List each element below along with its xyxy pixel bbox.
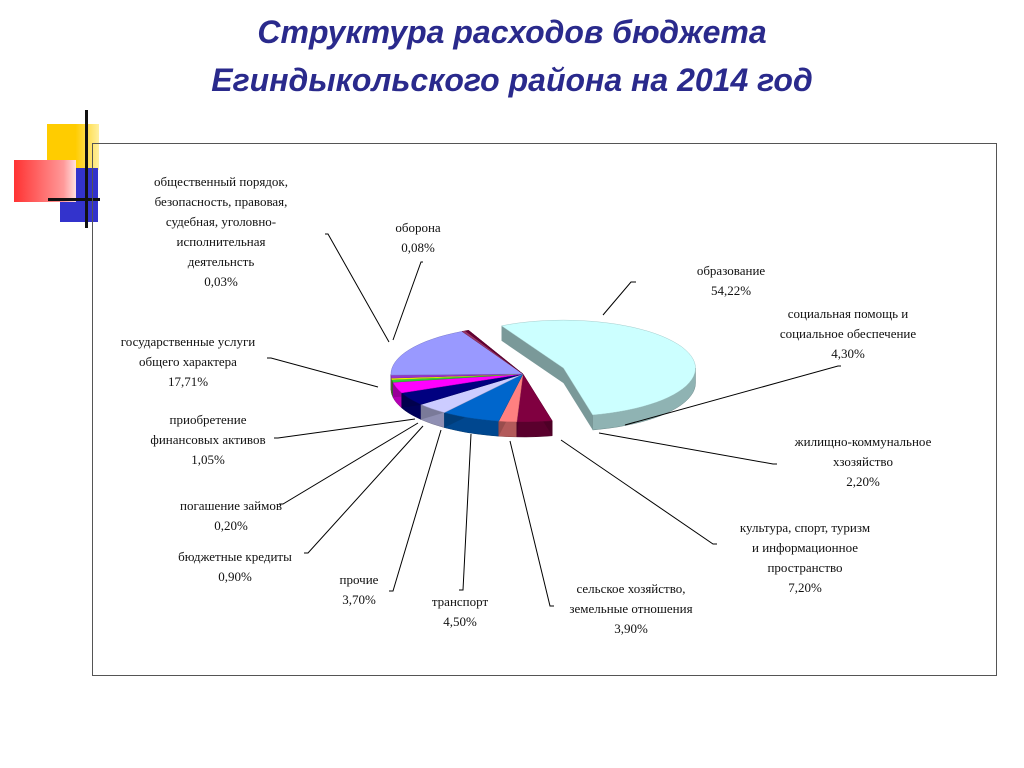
data-label-3-name-line: хзозяйство <box>833 454 893 469</box>
data-label-3-value: 2,20% <box>846 474 880 489</box>
data-label-2-name-line: социальное обеспечение <box>779 326 917 341</box>
data-label-12-name-line: безопасность, правовая, <box>154 194 288 209</box>
leader-line-2 <box>624 365 841 426</box>
slide-title: Структура расходов бюджета Егиндыкольско… <box>0 8 1024 104</box>
leader-line-10 <box>274 418 416 439</box>
leader-line-12 <box>325 233 390 343</box>
data-label-7: прочие 3,70% <box>329 570 389 610</box>
leader-line-11 <box>267 357 379 388</box>
data-label-7-value: 3,70% <box>342 592 376 607</box>
data-label-12-name-line: деятельнсть <box>187 254 255 269</box>
data-label-6: транспорт 4,50% <box>415 592 505 632</box>
data-label-10-name-line: финансовых активов <box>150 432 266 447</box>
slide-title-line-2: Егиндыкольского района на 2014 год <box>211 62 813 98</box>
slide-title-line-1: Структура расходов бюджета <box>257 14 767 50</box>
data-label-13: оборона 0,08% <box>383 218 453 258</box>
data-label-11: государственные услуги общего характера 17… <box>103 332 273 392</box>
data-label-5-value: 3,90% <box>614 621 648 636</box>
data-label-13-name-line: оборона <box>395 220 441 235</box>
data-label-5-name-line: земельные отношения <box>569 601 693 616</box>
data-label-9-value: 0,20% <box>214 518 248 533</box>
slice-13-top <box>464 330 524 375</box>
data-label-4-name-line: и информационное <box>751 540 858 555</box>
decor-red-square <box>14 160 76 202</box>
slice-4-top <box>443 373 524 422</box>
data-label-13-value: 0,08% <box>401 240 435 255</box>
leader-line-5 <box>509 440 554 607</box>
slice-1-edge-2 <box>563 368 593 430</box>
data-label-3-name-line: жилищно-коммунальное <box>794 434 932 449</box>
data-label-10: приобретение финансовых активов 1,05% <box>133 410 283 470</box>
data-label-8: бюджетные кредиты 0,90% <box>165 547 305 587</box>
data-label-1-name-line: образование <box>696 263 766 278</box>
data-label-11-value: 17,71% <box>167 374 209 389</box>
data-label-9-name-line: погашение займов <box>179 498 282 513</box>
slice-1-edge-1 <box>501 325 564 384</box>
data-label-11-name-line: государственные услуги <box>120 334 256 349</box>
data-label-1: образование 54,22% <box>661 261 801 301</box>
leader-line-7 <box>389 429 442 592</box>
data-label-11-name-line: общего характера <box>139 354 237 369</box>
data-label-8-name-line: бюджетные кредиты <box>178 549 292 564</box>
leader-line-3 <box>598 432 777 465</box>
slice-1-top <box>500 319 696 416</box>
leader-line-6 <box>459 433 472 591</box>
data-label-5: сельское хозяйство, земельные отношения 3,… <box>551 579 711 639</box>
data-label-4-name-line: культура, спорт, туризм <box>739 520 871 535</box>
leader-line-1 <box>602 281 636 316</box>
leader-line-9 <box>279 422 419 505</box>
slice-11-top <box>390 331 524 376</box>
decor-horizontal-line <box>48 198 100 201</box>
data-label-2-value: 4,30% <box>831 346 865 361</box>
data-label-10-name-line: приобретение <box>169 412 247 427</box>
decor-vertical-line <box>85 110 88 228</box>
data-label-12-name-line: общественный порядок, <box>154 174 288 189</box>
leader-line-13 <box>392 261 423 341</box>
data-label-12-name-line: судебная, уголовно- <box>165 214 277 229</box>
data-label-2-name-line: социальная помощь и <box>787 306 909 321</box>
data-label-6-name-line: транспорт <box>431 594 489 609</box>
data-label-12-value: 0,03% <box>204 274 238 289</box>
data-label-6-value: 4,50% <box>443 614 477 629</box>
leader-line-8 <box>304 425 424 554</box>
data-label-4-name-line: пространство <box>767 560 843 575</box>
data-label-12-name-line: исполнительная <box>176 234 266 249</box>
data-label-7-name-line: прочие <box>339 572 379 587</box>
data-label-3: жилищно-коммунальное хзозяйство 2,20% <box>773 432 953 492</box>
data-label-9: погашение займов 0,20% <box>161 496 301 536</box>
data-label-2: социальная помощь и социальное обеспечени… <box>748 304 948 364</box>
data-label-1-value: 54,22% <box>710 283 752 298</box>
data-label-5-name-line: сельское хозяйство, <box>576 581 686 596</box>
pie-chart <box>267 233 841 607</box>
data-label-4: культура, спорт, туризм и информационное п… <box>715 518 895 598</box>
slice-6-top <box>401 373 524 405</box>
leader-line-4 <box>560 439 717 545</box>
data-label-8-value: 0,90% <box>218 569 252 584</box>
data-label-4-value: 7,20% <box>788 580 822 595</box>
data-label-10-value: 1,05% <box>191 452 225 467</box>
data-label-12: общественный порядок, безопасность, право… <box>151 172 291 292</box>
